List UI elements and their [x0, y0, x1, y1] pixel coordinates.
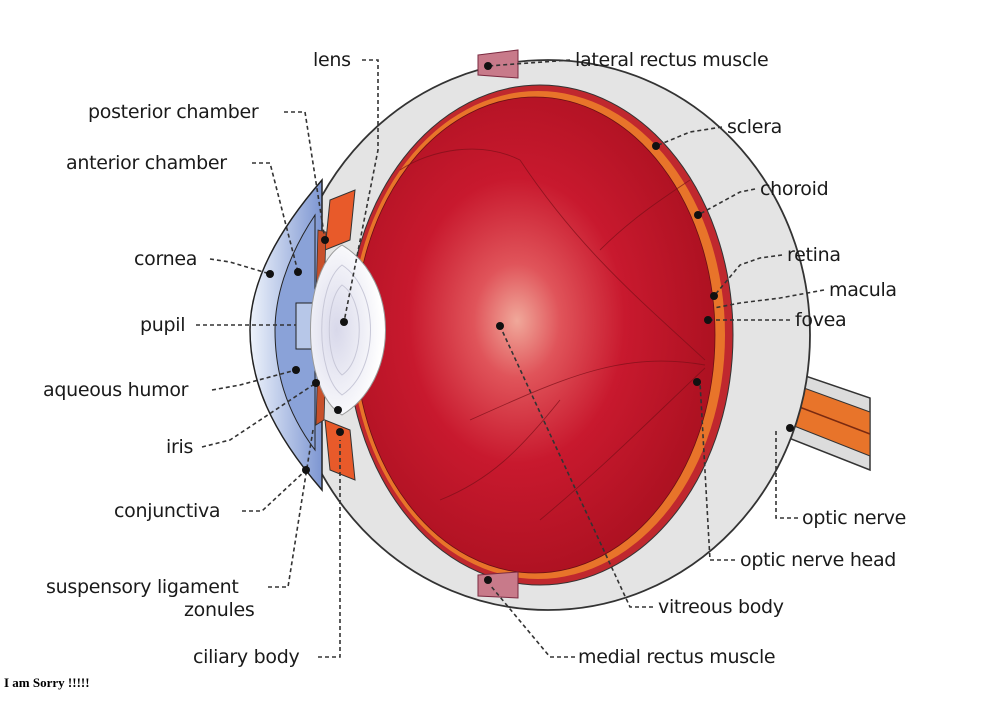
- leader-lines: [196, 59, 825, 658]
- ciliary-body-bottom: [324, 419, 356, 481]
- label-optic-nerve: optic nerve: [802, 507, 907, 529]
- anterior-chamber-shape: [274, 213, 316, 452]
- footer-note: I am Sorry !!!!!: [4, 675, 90, 690]
- label-ciliary-body: ciliary body: [193, 646, 300, 668]
- label-medial-rectus-muscle: medial rectus muscle: [578, 646, 776, 668]
- label-lens: lens: [313, 49, 351, 71]
- label-cornea: cornea: [134, 248, 198, 270]
- label-pupil: pupil: [140, 314, 186, 336]
- label-retina: retina: [787, 244, 841, 266]
- label-optic-nerve-head: optic nerve head: [740, 549, 897, 571]
- label-sclera: sclera: [727, 116, 782, 138]
- vitreous-body-shape: [354, 96, 716, 574]
- label-posterior-chamber: posterior chamber: [88, 101, 259, 123]
- label-zonules: zonules: [184, 599, 255, 621]
- label-suspensory-ligament: suspensory ligament: [46, 576, 239, 598]
- lens-shape: [310, 244, 386, 416]
- blood-vessels: [399, 148, 706, 521]
- label-vitreous-body: vitreous body: [658, 596, 784, 618]
- label-lateral-rectus-muscle: lateral rectus muscle: [575, 49, 769, 71]
- label-fovea: fovea: [795, 309, 847, 331]
- label-aqueous-humor: aqueous humor: [43, 379, 189, 401]
- lateral-rectus-muscle-shape: [477, 49, 519, 79]
- label-anterior-chamber: anterior chamber: [66, 152, 227, 174]
- label-iris: iris: [166, 436, 194, 458]
- label-conjunctiva: conjunctiva: [114, 500, 221, 522]
- label-choroid: choroid: [760, 178, 829, 200]
- label-macula: macula: [829, 279, 897, 301]
- ciliary-body-top: [324, 189, 356, 251]
